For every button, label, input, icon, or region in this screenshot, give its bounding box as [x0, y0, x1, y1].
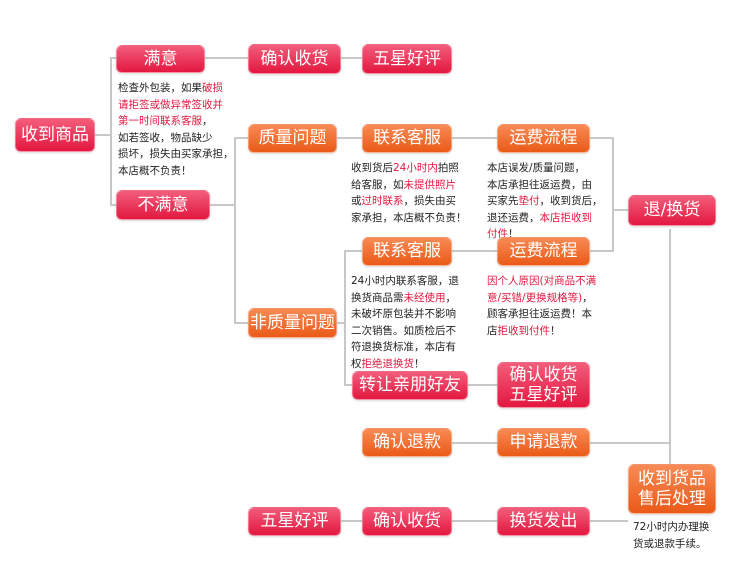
note-text: ！: [508, 228, 519, 240]
confirm-receipt-node: 确认收货: [248, 44, 341, 74]
five-star-review-node: 五星好评: [362, 44, 452, 74]
confirm-and-review-node: 确认收货 五星好评: [497, 362, 590, 408]
highlight-text: 本店拒收到 付件: [487, 211, 592, 241]
return-exchange-node: 退/换货: [628, 195, 716, 226]
confirm-receipt-node-2: 确认收货: [362, 507, 452, 536]
note-text: ，损失由买 家承担，本店概不负责！: [351, 195, 467, 224]
note-text: 或: [351, 195, 362, 207]
after-sales-node: 收到货品 售后处理: [628, 464, 716, 514]
nonquality-shipping-note: 因个人原因(对商品不满 意/买错/更换规格等)， 顾客承担往返运费！本 店拒收到…: [487, 273, 611, 339]
contact-service-node: 联系客服: [362, 124, 452, 153]
exchange-shipped-node: 换货发出: [497, 507, 590, 536]
shipping-flow-node: 运费流程: [497, 124, 590, 153]
contact-service-node-2: 联系客服: [362, 237, 452, 266]
five-star-review-node-2: 五星好评: [248, 507, 341, 536]
shipping-flow-node-2: 运费流程: [497, 237, 590, 266]
unsatisfied-node: 不满意: [116, 190, 210, 220]
apply-refund-node: 申请退款: [497, 428, 590, 457]
transfer-to-friends-node: 转让亲朋好友: [352, 371, 468, 400]
note-text: 检查外包装，如果: [118, 82, 202, 94]
highlight-text: 拒收到付件: [497, 324, 551, 337]
note-text: ， 如若签收，物品缺少 损坏，损失由买家承担， 本店概不负责！: [118, 115, 234, 177]
inspection-note: 检查外包装，如果破损 请拒签或做异常签收并 第一时间联系客服， 如若签收，物品缺…: [118, 80, 243, 179]
note-text: 拍照 给客服，如: [351, 162, 459, 191]
note-text: ， 未破坏原包装并不影响 二次销售。如质检后不 符退换货标准，本店有 权: [351, 291, 456, 370]
highlight-text: 因个人原因(对商品不满 意/买错/更换规格等): [487, 275, 597, 304]
highlight-text: 破损 请拒签或做异常签收并 第一时间联系客服: [118, 82, 223, 127]
non-quality-issue-node: 非质量问题: [248, 308, 337, 338]
note-text: 72小时内办理换 货或退款手续。: [633, 521, 710, 550]
note-text: 本店误发/质量问题， 本店承担往返运费，由 买家先: [487, 162, 592, 207]
highlight-text: 过时联系: [361, 195, 404, 207]
highlight-text: 拒绝退换货: [361, 357, 415, 370]
received-goods-node: 收到商品: [15, 118, 95, 152]
note-text: ，收到货后， 退还运费，: [487, 195, 603, 224]
quality-contact-note: 收到货后24小时内拍照 给客服，如未提供照片 或过时联系，损失由买 家承担，本店…: [351, 160, 481, 226]
quality-issue-node: 质量问题: [248, 124, 337, 153]
highlight-text: 未提供照片: [403, 178, 457, 191]
note-text: ， 顾客承担往返运费！本 店: [487, 291, 593, 337]
note-text: ！: [414, 357, 425, 370]
after-sales-note: 72小时内办理换 货或退款手续。: [633, 519, 743, 552]
nonquality-contact-note: 24小时内联系客服，退 换货商品需未经使用， 未破坏原包装并不影响 二次销售。如…: [351, 273, 481, 372]
note-text: ！: [550, 324, 561, 337]
highlight-text: 未经使用: [403, 291, 446, 304]
quality-shipping-note: 本店误发/质量问题， 本店承担往返运费，由 买家先垫付，收到货后， 退还运费，本…: [487, 160, 611, 243]
satisfied-node: 满意: [116, 45, 205, 73]
confirm-refund-node: 确认退款: [362, 428, 452, 457]
note-text: 24小时内联系客服，退 换货商品需: [351, 275, 459, 304]
note-text: 收到货后: [351, 162, 393, 174]
highlight-text: 24小时内: [393, 162, 438, 174]
highlight-text: 垫付: [518, 195, 540, 207]
